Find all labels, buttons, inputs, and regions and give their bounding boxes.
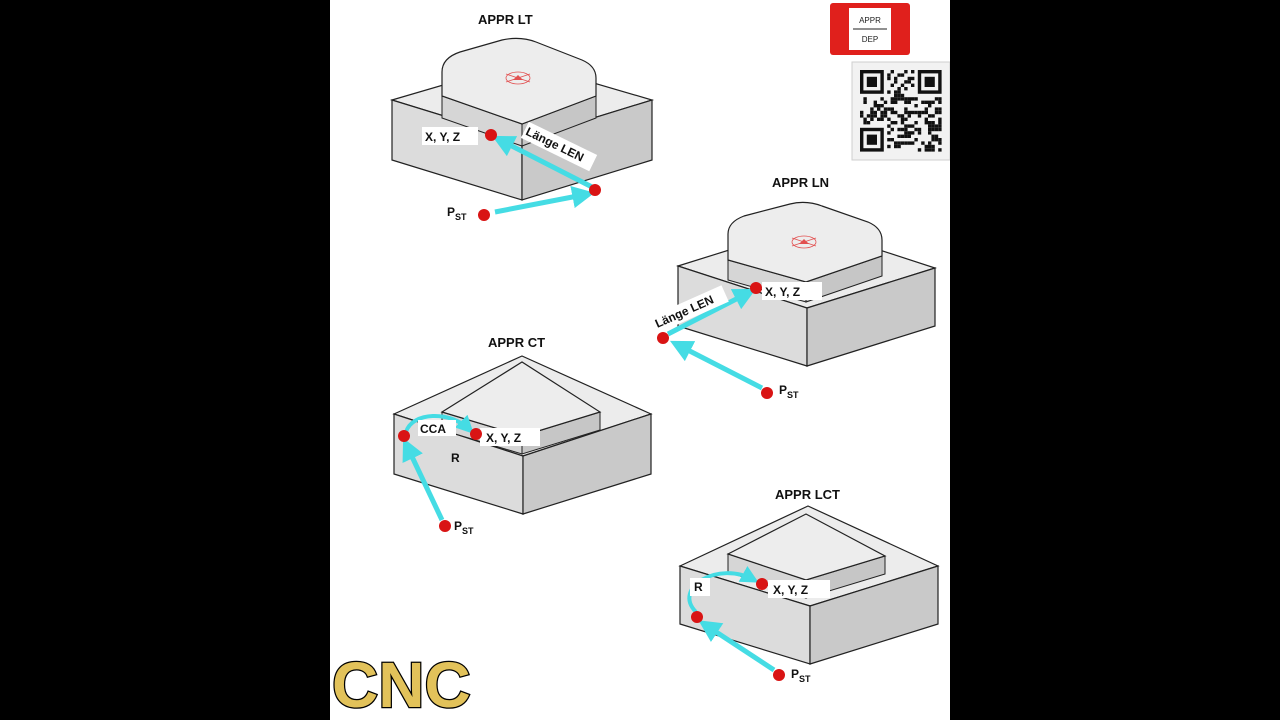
base-right-ct [522,413,652,515]
target-label-bg-lt [422,127,478,145]
appr-diagrams-svg: APPR LT X, Y, Z Länge LEN PST [331,3,950,720]
diagram-appr-lt: APPR LT X, Y, Z Länge LEN PST [389,12,655,222]
point-aux-ln [657,332,669,344]
target-label-bg-lct [768,580,830,598]
diagram-appr-ln: APPR LN X, Y, Z Länge LEN PST [650,175,937,400]
target-label-ct: X, Y, Z [486,431,521,445]
start-label-lt: PST [447,205,467,222]
qr-pattern [860,70,942,152]
title-appr-lt: APPR LT [478,12,533,27]
base-right-lt [521,99,653,201]
arc-path-ct [404,414,474,434]
tangent-line-lt [491,135,596,191]
base-right-lct [809,565,939,665]
appr-dep-badge: APPR DEP [830,3,910,55]
point-target-lct [756,578,768,590]
point-start-lct [773,669,785,681]
badge-top-label: APPR [859,16,881,25]
target-label-bg-ct [480,428,540,446]
diagram-stage: APPR LT X, Y, Z Länge LEN PST [330,0,950,720]
target-icon-ln [791,235,817,249]
angle-label-bg-ct [418,420,456,436]
length-label-bg-ln [650,285,729,334]
angle-label-ct: CCA [420,422,446,436]
qr-code [851,61,950,161]
point-start-ln [761,387,773,399]
length-label-bg-lt [520,121,598,172]
base-right-ln [806,267,936,367]
point-aux-ct [398,430,410,442]
point-aux-lct [691,611,703,623]
target-label-ln: X, Y, Z [765,285,800,299]
approach-line-lct [698,620,776,673]
normal-line-ln [666,288,757,337]
point-aux-lt [589,184,601,196]
point-target-ct [470,428,482,440]
radius-label-bg-lct [690,578,710,596]
target-label-bg-ln [762,282,822,300]
target-label-lt: X, Y, Z [425,130,460,144]
diagram-appr-lct: APPR LCT X, Y, Z R PST [678,487,940,684]
start-label-ct: PST [454,519,474,536]
start-label-lct: PST [791,667,811,684]
start-label-ln: PST [779,383,799,400]
point-start-lt [478,209,490,221]
boss-top-lt [441,37,597,125]
title-appr-ln: APPR LN [772,175,829,190]
boss-top-lct [726,513,887,581]
badge-bottom-label: DEP [862,35,878,44]
radius-label-ct: R [451,451,460,465]
radius-label-lct: R [694,580,703,594]
diagram-appr-ct: APPR CT X, Y, Z CCA R PST [392,335,653,536]
approach-line-ct [402,437,445,522]
point-start-ct [439,520,451,532]
point-target-lt [485,129,497,141]
title-appr-ct: APPR CT [488,335,545,350]
target-label-lct: X, Y, Z [773,583,808,597]
title-appr-lct: APPR LCT [775,487,840,502]
point-target-ln [750,282,762,294]
cnc-logo-text: CNC [332,649,471,720]
target-icon-lt [505,71,531,85]
approach-line-lt [494,185,595,215]
approach-line-ln [669,340,764,391]
